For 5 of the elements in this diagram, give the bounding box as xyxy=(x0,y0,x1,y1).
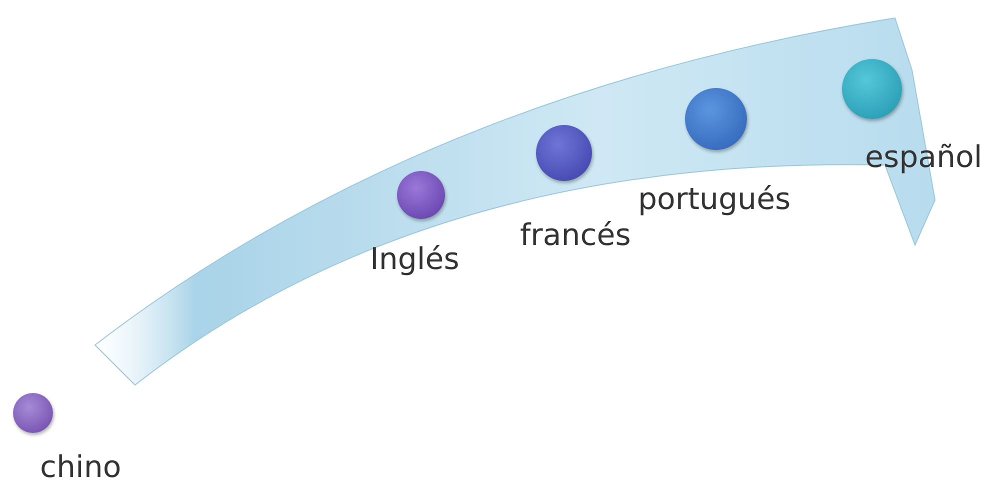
language-label: chino xyxy=(40,450,122,485)
language-label: francés xyxy=(520,218,631,253)
language-label: Inglés xyxy=(370,242,460,277)
language-label: portugués xyxy=(638,182,791,217)
language-label: español xyxy=(865,140,982,175)
